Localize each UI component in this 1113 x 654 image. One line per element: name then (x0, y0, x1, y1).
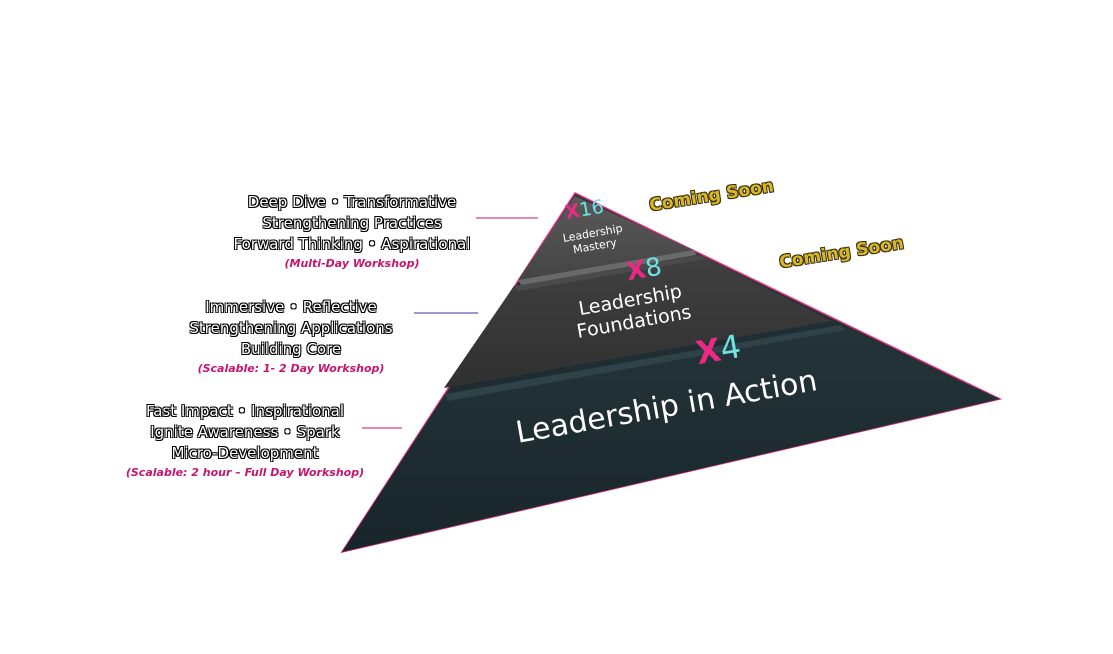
tier-foundations-description: Immersive • Reflective Strengthening App… (146, 297, 436, 378)
description-line: Ignite Awareness • Spark (150, 423, 340, 441)
tier-base-edge (445, 325, 845, 401)
tier-top-edge (518, 250, 697, 285)
description-line: Micro-Development (171, 444, 319, 462)
workshop-note: (Scalable: 2 hour – Full Day Workshop) (125, 466, 365, 479)
description-line: Forward Thinking • Aspirational (233, 235, 471, 253)
description-line: Building Core (240, 340, 342, 358)
description-line: Immersive • Reflective (205, 298, 377, 316)
description-line: Strengthening Applications (189, 319, 393, 337)
description-line: Deep Dive • Transformative (247, 193, 457, 211)
multiplier-number: 16 (577, 195, 606, 222)
tier-mid-edge (514, 255, 706, 291)
tier-top-band (518, 196, 693, 280)
tier-mid-band (444, 255, 832, 388)
tier-action-description: Fast Impact • Inspirational Ignite Aware… (95, 401, 395, 482)
workshop-note: (Multi-Day Workshop) (284, 257, 420, 270)
tier-base-band (342, 325, 1000, 552)
description-line: Fast Impact • Inspirational (145, 402, 345, 420)
description-line: Strengthening Practices (262, 214, 442, 232)
workshop-note: (Scalable: 1- 2 Day Workshop) (197, 362, 385, 375)
tier-mastery-description: Deep Dive • Transformative Strengthening… (207, 192, 497, 273)
